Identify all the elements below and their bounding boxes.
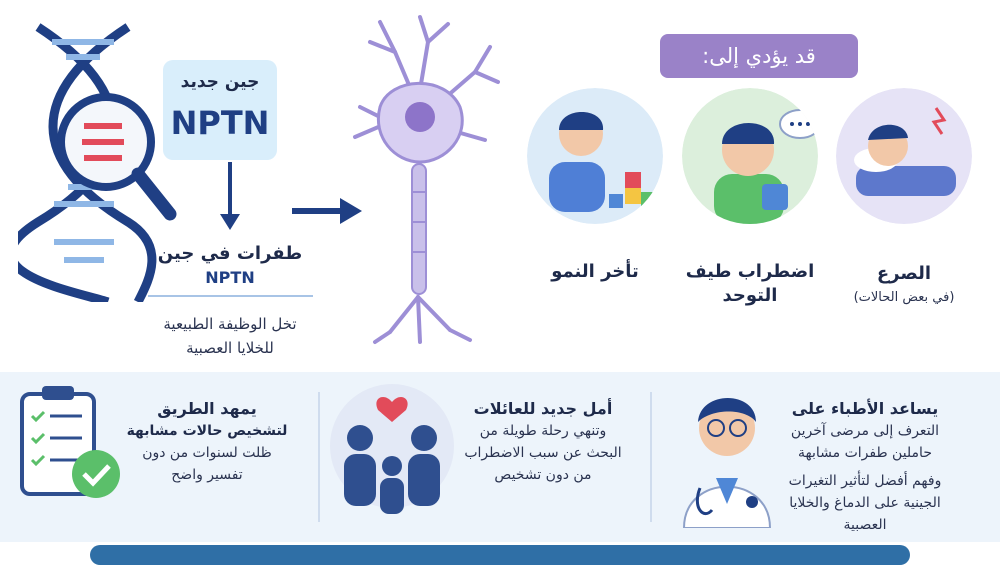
thinking-child-icon [682, 88, 818, 224]
benefit-families: أمل جديد للعائلات وتنهي رحلة طويلة من ال… [450, 398, 636, 486]
benefit-diagnosis-line: لتشخيص حالات مشابهة [126, 423, 288, 439]
benefits-panel [0, 372, 1000, 542]
child-blocks-icon [527, 88, 663, 224]
condition-epilepsy-title: الصرع [876, 263, 932, 284]
mutations-desc-line: للخلايا العصبية [186, 339, 274, 357]
mutations-gene: NPTN [205, 268, 255, 287]
benefit-doctors: يساعد الأطباء على التعرف إلى مرضى آخرين … [770, 398, 960, 536]
right-arrow-icon [292, 198, 362, 224]
checklist-icon [20, 386, 120, 498]
benefit-families-line: من دون تشخيص [494, 467, 592, 483]
mutations-description: تخل الوظيفة الطبيعية للخلايا العصبية [130, 312, 330, 360]
benefit-doctors-line: وفهم أفضل لتأثير التغيرات [788, 473, 942, 489]
benefit-doctors-title: يساعد الأطباء على [791, 399, 939, 418]
divider [650, 392, 652, 522]
dna-magnifier-icon [18, 23, 177, 302]
benefit-families-line: البحث عن سبب الاضطراب [464, 445, 622, 461]
benefit-diagnosis: يمهد الطريق لتشخيص حالات مشابهة ظلت لسنو… [112, 398, 302, 486]
benefit-diagnosis-line: تفسير واضح [171, 467, 243, 483]
benefit-diagnosis-title: يمهد الطريق [157, 399, 257, 418]
condition-autism-title: اضطراب طيف التوحد [672, 260, 828, 308]
gene-name: NPTN [170, 104, 270, 142]
condition-delay-title: تأخر النمو [551, 261, 639, 282]
benefit-diagnosis-line: ظلت لسنوات من دون [142, 445, 272, 461]
condition-epilepsy-subtitle: (في بعض الحالات) [853, 290, 955, 305]
gene-box [163, 60, 277, 160]
divider [148, 295, 313, 297]
doctor-icon [682, 398, 772, 528]
benefit-doctors-line: الجينية على الدماغ والخلايا العصبية [789, 495, 941, 533]
benefit-families-title: أمل جديد للعائلات [473, 399, 613, 418]
mutations-title: طفرات في جين [157, 243, 303, 264]
divider [318, 392, 320, 522]
down-arrow-icon [220, 162, 240, 230]
condition-autism-line: التوحد [722, 285, 778, 306]
gene-box-label: جين جديد [180, 72, 260, 92]
benefit-doctors-line: حاملين طفرات مشابهة [798, 445, 932, 461]
footer-bar [90, 545, 910, 565]
condition-autism-line: اضطراب طيف [685, 261, 815, 282]
neuron-icon [353, 15, 500, 344]
mutations-desc-line: تخل الوظيفة الطبيعية [163, 315, 297, 333]
benefit-doctors-line: التعرف إلى مرضى آخرين [790, 423, 940, 439]
sleeping-child-icon [836, 88, 972, 224]
benefit-families-line: وتنهي رحلة طويلة من [479, 423, 607, 439]
family-icon [330, 384, 454, 514]
leads-to-label: قد يؤدي إلى: [660, 34, 858, 78]
